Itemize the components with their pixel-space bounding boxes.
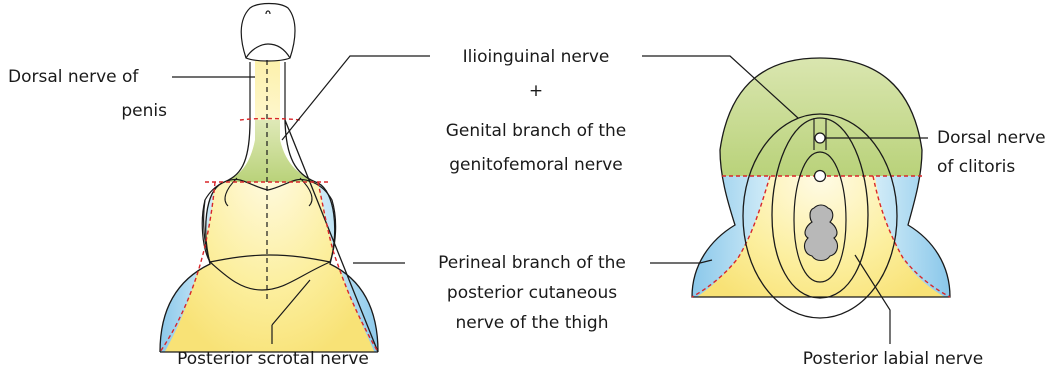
label-ilioinguinal: Ilioinguinal nerve bbox=[463, 47, 610, 67]
label-posterior-scrotal-nerve: Posterior scrotal nerve bbox=[177, 349, 369, 369]
label-dorsal-nerve-clitoris-line2: of clitoris bbox=[937, 157, 1015, 177]
female-figure bbox=[680, 40, 960, 318]
female-clitoris bbox=[815, 133, 825, 143]
label-dorsal-nerve-penis-line1: Dorsal nerve of bbox=[8, 67, 139, 87]
female-green-zone bbox=[700, 40, 940, 176]
label-perineal-branch-line2: posterior cutaneous bbox=[447, 283, 617, 303]
label-perineal-branch-line3: nerve of the thigh bbox=[456, 313, 609, 333]
label-genital-branch-line1: Genital branch of the bbox=[446, 121, 627, 141]
label-genital-branch-line2: genitofemoral nerve bbox=[449, 155, 623, 175]
label-dorsal-nerve-clitoris-line1: Dorsal nerve bbox=[937, 128, 1046, 148]
male-glans bbox=[241, 4, 295, 62]
label-plus: + bbox=[529, 81, 543, 101]
leader-ilioinguinal-male bbox=[282, 56, 430, 140]
label-dorsal-nerve-penis-line2: penis bbox=[121, 101, 167, 121]
label-posterior-labial-nerve: Posterior labial nerve bbox=[803, 349, 983, 369]
label-perineal-branch-line1: Perineal branch of the bbox=[438, 253, 626, 273]
female-urethral-opening bbox=[815, 171, 826, 182]
male-figure bbox=[150, 4, 390, 361]
